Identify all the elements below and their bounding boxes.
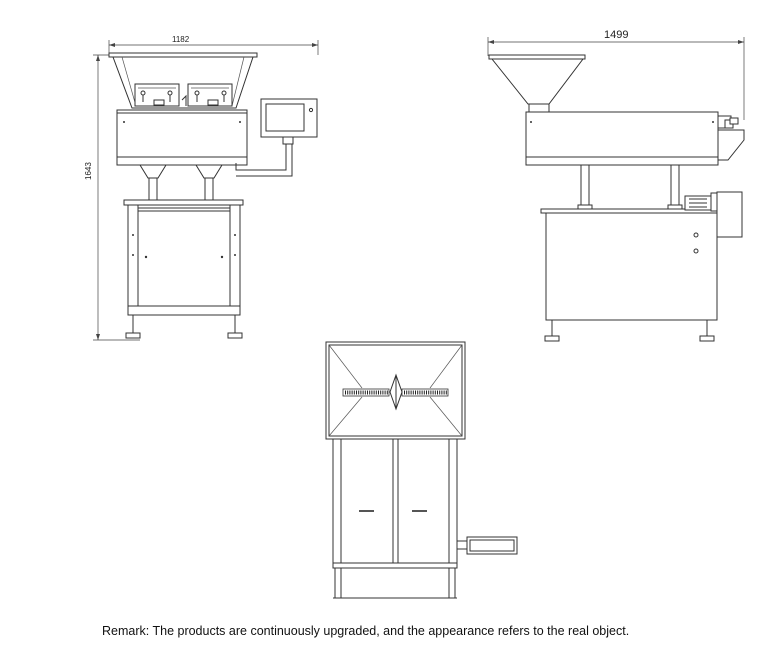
side-view: 1499 bbox=[487, 29, 745, 342]
front-width-label: 1182 bbox=[172, 35, 190, 44]
top-view bbox=[325, 341, 518, 599]
front-width-dimension: 1182 bbox=[108, 35, 319, 55]
front-height-dimension: 1643 bbox=[84, 54, 140, 341]
front-view: 1182 1643 bbox=[84, 35, 319, 341]
side-width-dimension: 1499 bbox=[487, 29, 745, 120]
front-height-label: 1643 bbox=[84, 162, 93, 180]
side-width-label: 1499 bbox=[604, 29, 628, 41]
remark-note: Remark: The products are continuously up… bbox=[102, 624, 630, 638]
